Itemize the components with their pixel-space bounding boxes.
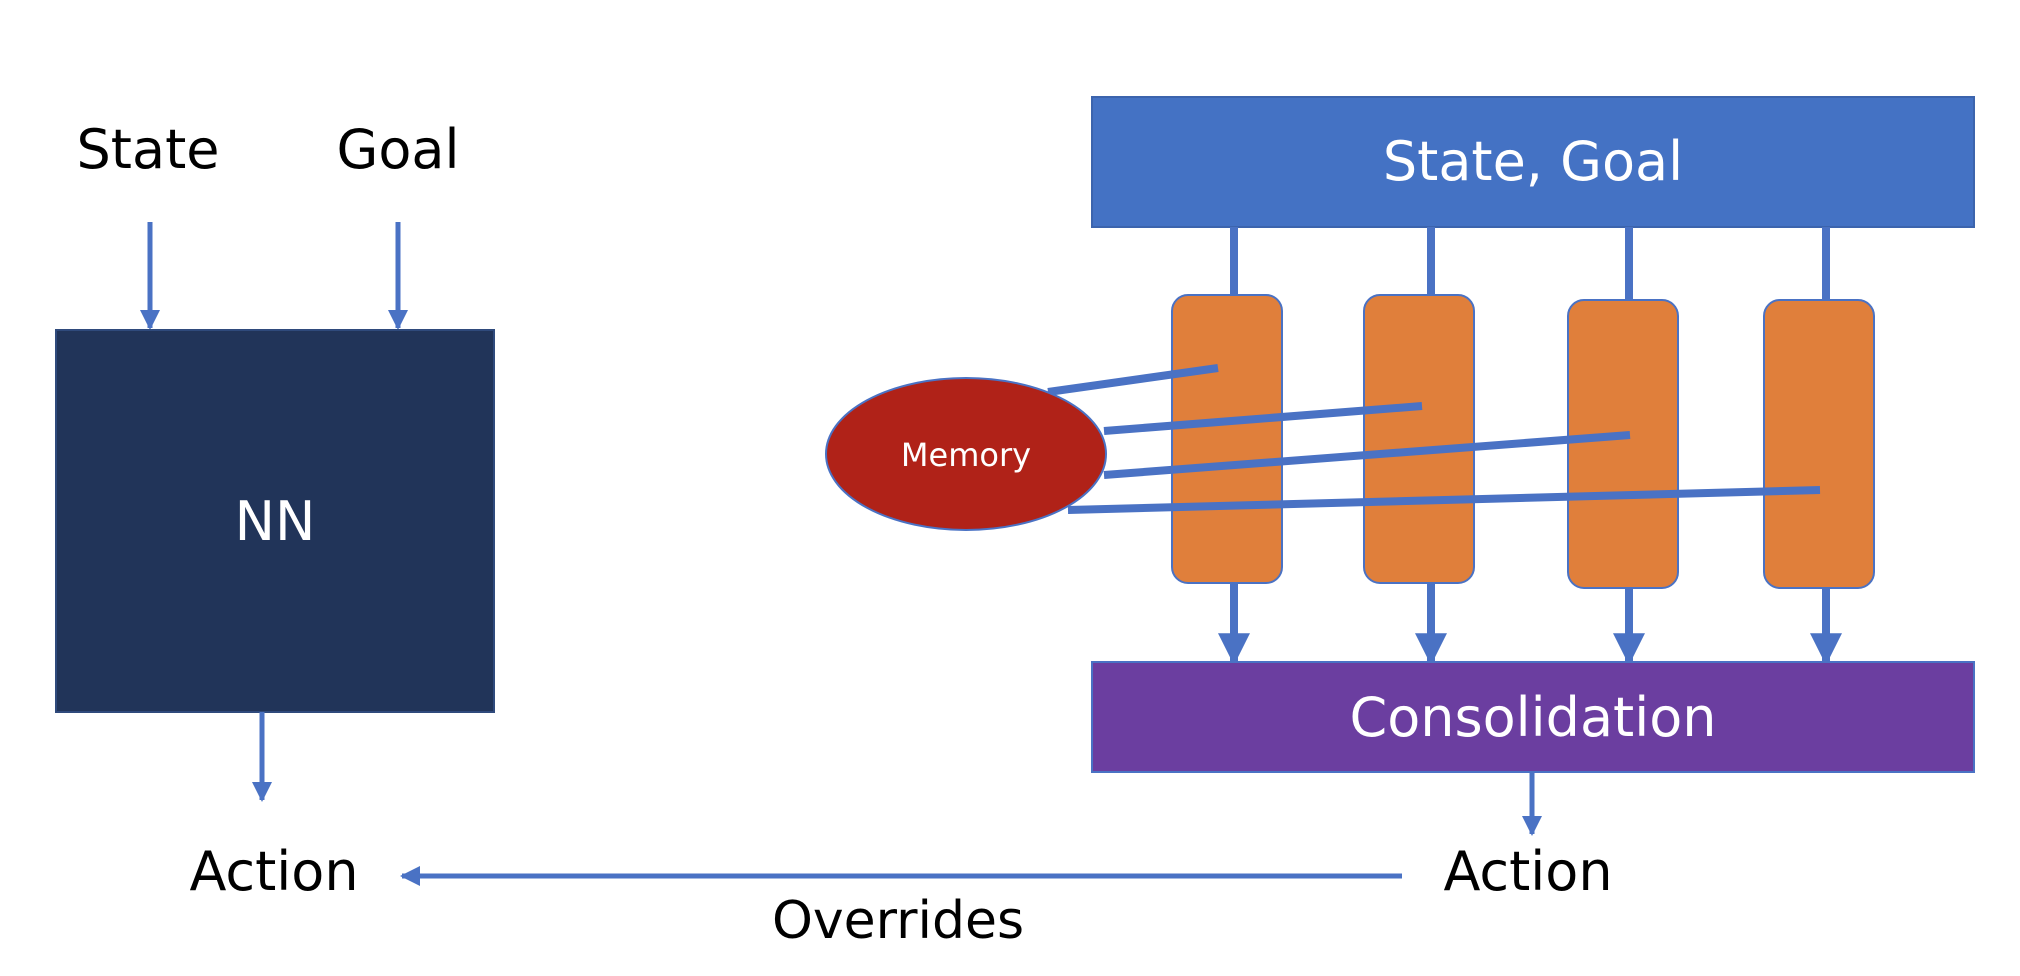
state-goal-bar-label: State, Goal [1383, 130, 1683, 193]
memory-to-module-2-link [1103, 402, 1423, 435]
goal-input-label: Goal [337, 118, 460, 181]
nn-box [55, 329, 495, 713]
memory-to-module-3-link [1103, 431, 1631, 479]
module-4 [1763, 299, 1875, 589]
consolidation-bar [1091, 661, 1975, 773]
memory-label: Memory [901, 436, 1031, 474]
module-3 [1567, 299, 1679, 589]
memory-node [825, 377, 1107, 531]
nn-label: NN [235, 490, 316, 553]
module-1 [1171, 294, 1283, 584]
state-input-label: State [77, 118, 220, 181]
consolidation-label: Consolidation [1350, 686, 1717, 749]
memory-to-module-1-link [1047, 364, 1219, 396]
overrides-label: Overrides [772, 891, 1024, 951]
state-goal-bar [1091, 96, 1975, 228]
module-2 [1363, 294, 1475, 584]
memory-to-module-4-link [1067, 486, 1821, 514]
right-action-label: Action [1443, 840, 1612, 903]
left-action-label: Action [189, 840, 358, 903]
